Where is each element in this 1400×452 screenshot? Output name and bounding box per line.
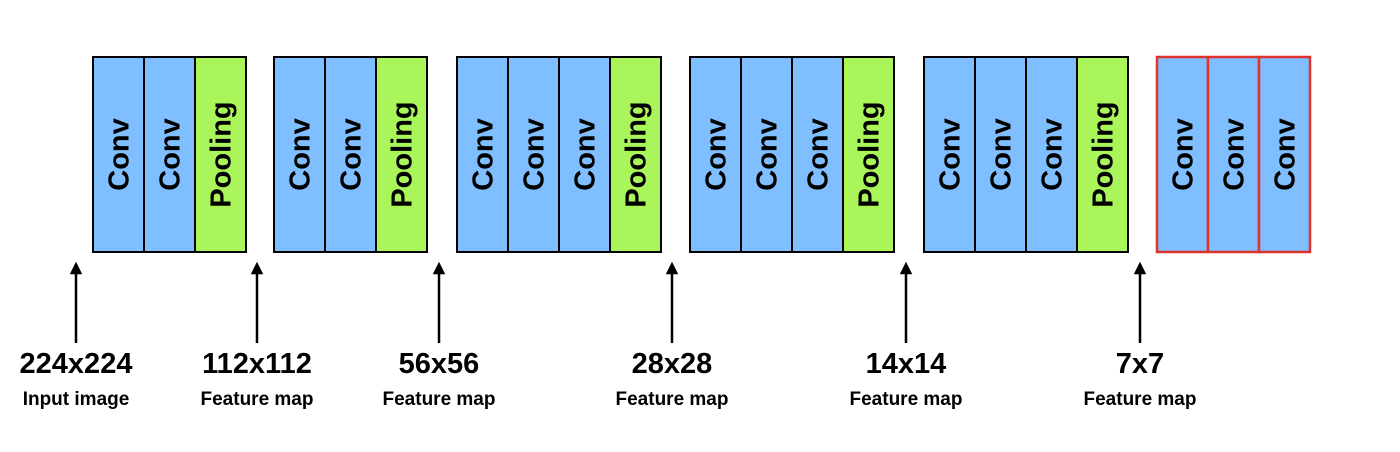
conv-layer-label: Conv xyxy=(285,118,317,191)
pooling-layer-label: Pooling xyxy=(206,101,238,207)
feature-map-caption: Feature map xyxy=(616,389,729,410)
conv-layer: Conv xyxy=(740,56,793,253)
conv-layer-label: Conv xyxy=(570,118,602,191)
conv-layer-box xyxy=(143,56,196,253)
conv-layer-label: Conv xyxy=(104,118,136,191)
feature-map-size-label: 224x224 xyxy=(20,348,133,380)
pooling-layer: Pooling xyxy=(1076,56,1129,253)
conv-layer-label: Conv xyxy=(935,118,967,191)
conv-layer: Conv xyxy=(558,56,611,253)
layer-block-6: Conv Conv Conv xyxy=(1155,55,1312,254)
layer-block-5: Conv Conv Conv Pooling xyxy=(923,56,1129,253)
pooling-layer-box xyxy=(375,56,428,253)
conv-layer: Conv xyxy=(507,56,560,253)
conv-layer: Conv xyxy=(1155,55,1210,254)
conv-layer-box xyxy=(791,56,844,253)
conv-layer-label: Conv xyxy=(1168,118,1200,191)
feature-map-caption: Feature map xyxy=(850,389,963,410)
feature-map-caption: Feature map xyxy=(1084,389,1197,410)
conv-layer-label: Conv xyxy=(155,118,187,191)
conv-layer-label: Conv xyxy=(468,118,500,191)
feature-map-caption: Feature map xyxy=(383,389,496,410)
feature-map-size-label: 7x7 xyxy=(1116,348,1164,380)
conv-layer-label: Conv xyxy=(986,118,1018,191)
feature-map-caption: Feature map xyxy=(201,389,314,410)
pooling-layer: Pooling xyxy=(375,56,428,253)
feature-map-size-label: 14x14 xyxy=(866,348,947,380)
feature-map-caption: Input image xyxy=(23,389,130,410)
conv-layer-box xyxy=(558,56,611,253)
conv-layer-box xyxy=(1257,55,1312,254)
conv-layer: Conv xyxy=(143,56,196,253)
layer-block-3: Conv Conv Conv Pooling xyxy=(456,56,662,253)
pooling-layer-label: Pooling xyxy=(854,101,886,207)
conv-layer-box xyxy=(1155,55,1210,254)
pooling-layer: Pooling xyxy=(194,56,247,253)
conv-layer-label: Conv xyxy=(1037,118,1069,191)
feature-map-size-label: 112x112 xyxy=(202,348,312,380)
conv-layer: Conv xyxy=(1257,55,1312,254)
conv-layer-label: Conv xyxy=(1270,118,1302,191)
layer-block-2: Conv Conv Pooling xyxy=(273,56,428,253)
conv-layer-box xyxy=(324,56,377,253)
conv-layer: Conv xyxy=(324,56,377,253)
pooling-layer: Pooling xyxy=(842,56,895,253)
pooling-layer-box xyxy=(1076,56,1129,253)
pooling-layer-label: Pooling xyxy=(1088,101,1120,207)
conv-layer-label: Conv xyxy=(336,118,368,191)
conv-layer-box xyxy=(456,56,509,253)
conv-layer-label: Conv xyxy=(701,118,733,191)
conv-layer-box xyxy=(974,56,1027,253)
feature-map-size-label: 28x28 xyxy=(632,348,713,380)
pooling-layer-box xyxy=(609,56,662,253)
pooling-layer-label: Pooling xyxy=(621,101,653,207)
conv-layer: Conv xyxy=(689,56,742,253)
conv-layer: Conv xyxy=(1206,55,1261,254)
layer-block-1: Conv Conv Pooling xyxy=(92,56,247,253)
conv-layer-box xyxy=(507,56,560,253)
conv-layer: Conv xyxy=(273,56,326,253)
feature-map-size-label: 56x56 xyxy=(399,348,480,380)
conv-layer-label: Conv xyxy=(519,118,551,191)
conv-layer-box xyxy=(740,56,793,253)
conv-layer: Conv xyxy=(92,56,145,253)
layer-block-4: Conv Conv Conv Pooling xyxy=(689,56,895,253)
conv-layer: Conv xyxy=(974,56,1027,253)
conv-layer-box xyxy=(1206,55,1261,254)
conv-layer-label: Conv xyxy=(1219,118,1251,191)
conv-layer: Conv xyxy=(456,56,509,253)
pooling-layer-box xyxy=(842,56,895,253)
conv-layer: Conv xyxy=(791,56,844,253)
pooling-layer-box xyxy=(194,56,247,253)
conv-layer-label: Conv xyxy=(752,118,784,191)
conv-layer-box xyxy=(1025,56,1078,253)
conv-layer-label: Conv xyxy=(803,118,835,191)
conv-layer: Conv xyxy=(923,56,976,253)
pooling-layer: Pooling xyxy=(609,56,662,253)
conv-layer: Conv xyxy=(1025,56,1078,253)
pooling-layer-label: Pooling xyxy=(387,101,419,207)
conv-layer-box xyxy=(92,56,145,253)
